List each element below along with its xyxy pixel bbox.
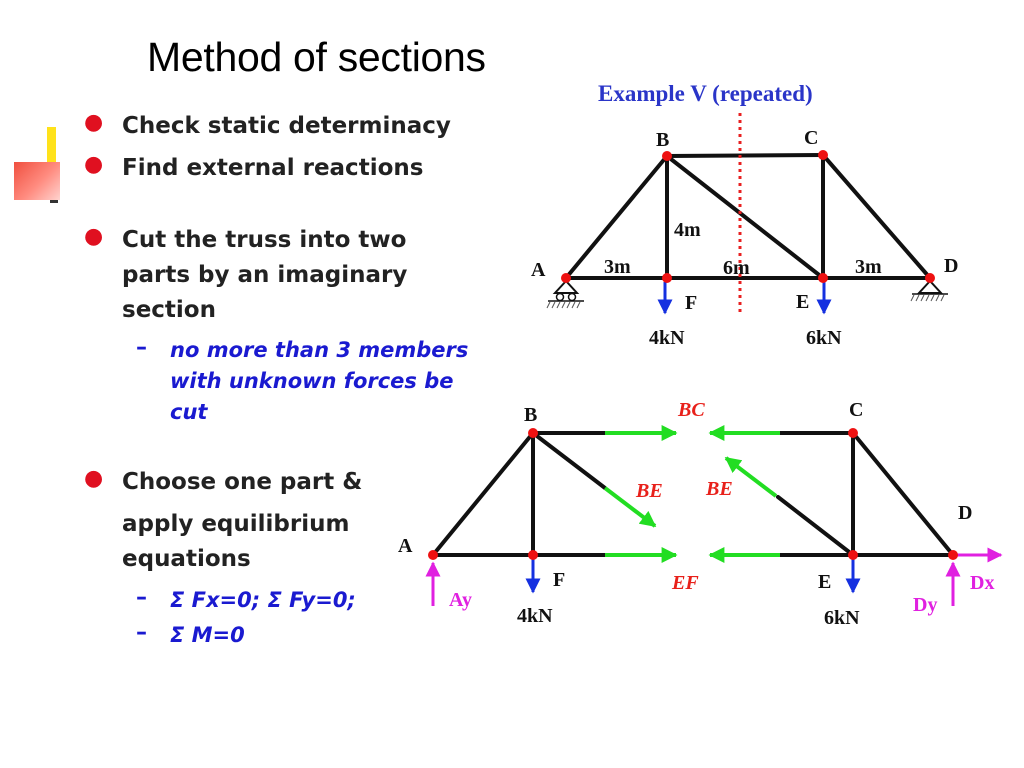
label-force-EF: EF bbox=[671, 572, 699, 594]
member-CD bbox=[821, 153, 932, 280]
label-node-F: F bbox=[553, 569, 565, 591]
bullet-item-4-line-2: apply equilibrium bbox=[122, 511, 350, 537]
sub-bullet-eq-1: Σ Fx=0; Σ Fy=0; bbox=[170, 588, 356, 612]
node-F bbox=[662, 273, 672, 283]
label-load-E: 6kN bbox=[806, 327, 842, 349]
sub-bullet-dash: – bbox=[136, 585, 147, 610]
label-dim-AF: 3m bbox=[604, 256, 631, 278]
sub-bullet-dash: – bbox=[136, 335, 147, 360]
label-reaction-Ay: Ay bbox=[449, 589, 472, 611]
member-force-arrows bbox=[603, 425, 780, 563]
label-node-F: F bbox=[685, 292, 697, 314]
sub-bullet-cut-line-1: no more than 3 members bbox=[170, 338, 469, 362]
member-AB-left bbox=[431, 431, 535, 557]
label-load-E: 6kN bbox=[824, 607, 860, 629]
label-node-E: E bbox=[818, 571, 831, 593]
member-CD-right bbox=[851, 431, 955, 557]
node-A bbox=[561, 273, 571, 283]
bullet-dot: ● bbox=[84, 224, 104, 249]
top-truss-members bbox=[564, 153, 932, 280]
member-AB bbox=[564, 154, 669, 280]
bullet-dot: ● bbox=[84, 110, 104, 135]
node-E bbox=[818, 273, 828, 283]
node-F bbox=[528, 550, 538, 560]
label-node-D: D bbox=[958, 502, 972, 524]
member-BE-stub-left bbox=[531, 431, 607, 490]
decorative-dash bbox=[50, 200, 58, 203]
label-node-B: B bbox=[524, 404, 537, 426]
force-arrow-BE-right bbox=[724, 456, 778, 498]
member-BE bbox=[665, 154, 825, 280]
label-node-C: C bbox=[849, 399, 863, 421]
bullet-item-1: Check static determinacy bbox=[122, 113, 451, 139]
decorative-yellow-bar bbox=[47, 127, 56, 175]
label-load-F: 4kN bbox=[649, 327, 685, 349]
bullet-item-4-line-1: Choose one part & bbox=[122, 469, 363, 495]
bullet-item-4-line-3: equations bbox=[122, 546, 251, 572]
label-node-A: A bbox=[398, 535, 413, 557]
label-node-B: B bbox=[656, 129, 669, 151]
label-load-F: 4kN bbox=[517, 605, 553, 627]
sub-bullet-dash: – bbox=[136, 620, 147, 645]
sub-bullet-cut-line-2: with unknown forces be bbox=[170, 369, 454, 393]
label-dim-height: 4m bbox=[674, 219, 701, 241]
label-dim-FE: 6m bbox=[723, 257, 750, 279]
top-truss-nodes bbox=[561, 150, 935, 283]
label-node-A: A bbox=[531, 259, 546, 281]
node-C bbox=[818, 150, 828, 160]
node-A bbox=[428, 550, 438, 560]
bottom-truss-members bbox=[431, 431, 955, 557]
node-B bbox=[528, 428, 538, 438]
node-B bbox=[662, 151, 672, 161]
label-node-D: D bbox=[944, 255, 958, 277]
node-D bbox=[925, 273, 935, 283]
bottom-truss-nodes bbox=[428, 428, 958, 560]
label-force-BE-left: BE bbox=[635, 480, 663, 502]
bullet-item-3-line-2: parts by an imaginary bbox=[122, 262, 408, 288]
bullet-item-3-line-3: section bbox=[122, 297, 216, 323]
label-reaction-Dx: Dx bbox=[970, 572, 994, 594]
top-truss: A B C D E F 4m 3m 6m 3m 4kN 6kN bbox=[531, 113, 958, 349]
label-node-C: C bbox=[804, 127, 818, 149]
node-C bbox=[848, 428, 858, 438]
pin-support-A bbox=[546, 279, 584, 309]
member-BC bbox=[665, 153, 825, 158]
decorative-red-square bbox=[14, 162, 60, 200]
node-D bbox=[948, 550, 958, 560]
label-force-BE-right: BE bbox=[705, 478, 733, 500]
slide-title: Method of sections bbox=[147, 34, 486, 80]
bullet-dot: ● bbox=[84, 466, 104, 491]
label-dim-ED: 3m bbox=[855, 256, 882, 278]
label-force-BC: BC bbox=[677, 399, 705, 421]
bullet-item-2: Find external reactions bbox=[122, 155, 424, 181]
label-reaction-Dy: Dy bbox=[913, 594, 937, 616]
member-BE-stub-right bbox=[776, 495, 855, 557]
bottom-truss: A B F C E D 4kN 6kN BC BE BE EF Ay Dy Dx bbox=[398, 399, 1003, 629]
pin-support-D bbox=[910, 279, 948, 302]
sub-bullet-cut-line-3: cut bbox=[170, 400, 208, 424]
bullet-dot: ● bbox=[84, 152, 104, 177]
label-node-E: E bbox=[796, 291, 809, 313]
sub-bullet-eq-2: Σ M=0 bbox=[170, 623, 245, 647]
example-title: Example V (repeated) bbox=[598, 81, 813, 106]
node-E bbox=[848, 550, 858, 560]
bullet-item-3-line-1: Cut the truss into two bbox=[122, 227, 407, 253]
force-arrow-BE-left bbox=[603, 486, 657, 528]
